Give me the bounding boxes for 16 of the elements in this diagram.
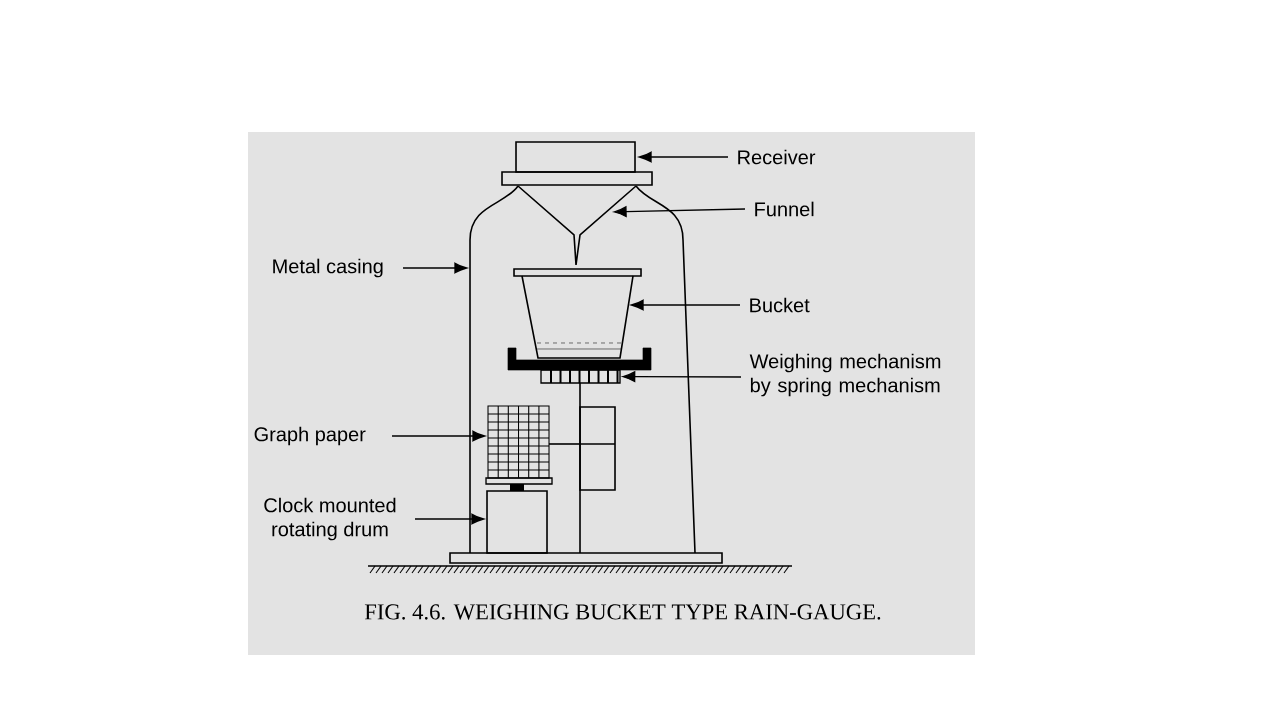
- leader-line: [414, 513, 485, 525]
- figure-caption: FIG. 4.6. WEIGHING BUCKET TYPE RAIN-GAUGE.: [364, 604, 881, 620]
- part-label: Weighing mechanism by spring mechanism: [749, 353, 941, 397]
- part-label: Graph paper: [254, 426, 366, 446]
- leader-line: [613, 206, 746, 218]
- part-label: Metal casing: [273, 258, 383, 278]
- part-label: Receiver: [738, 149, 816, 165]
- part-label: Funnel: [755, 201, 814, 217]
- leader-line: [630, 299, 741, 311]
- leader-line: [391, 430, 486, 442]
- part-label: Bucket: [750, 297, 810, 313]
- weighing-mechanism: [507, 347, 652, 384]
- leader-line: [402, 262, 468, 274]
- leader-line: [638, 151, 729, 163]
- leader-line: [622, 371, 742, 383]
- part-label: Clock mounted rotating drum: [264, 497, 396, 541]
